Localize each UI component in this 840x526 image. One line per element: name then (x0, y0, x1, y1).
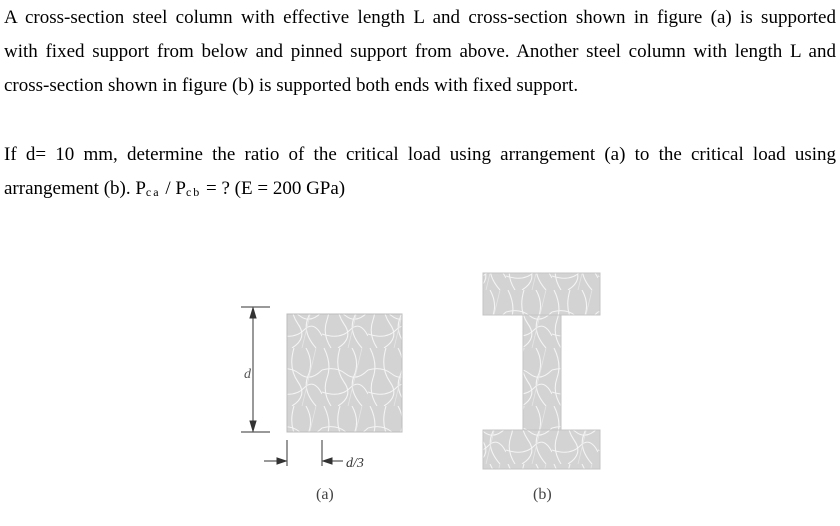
section-b-bottom-flange (482, 429, 601, 470)
dimension-d3 (264, 440, 343, 466)
question-suffix: = ? (E = 200 GPa) (201, 178, 346, 199)
problem-text-line: A cross-section steel column with effect… (4, 7, 836, 28)
dimension-d3-label: d/3 (346, 456, 364, 471)
dimension-d-label: d (244, 367, 252, 382)
dimension-d (241, 306, 270, 433)
caption-a: (a) (316, 486, 334, 503)
caption-b: (b) (533, 486, 552, 503)
ratio-slash: / P (160, 178, 186, 199)
section-b (482, 272, 601, 470)
subscript-cb: cb (185, 185, 202, 199)
problem-text-line: If d= 10 mm, determine the ratio of the … (4, 144, 836, 165)
problem-paragraph-2: If d= 10 mm, determine the ratio of the … (4, 138, 836, 209)
section-b-web (522, 314, 562, 431)
section-a-center-web (327, 314, 362, 432)
subscript-ca: ca (145, 185, 161, 199)
section-a-left-block (287, 314, 327, 432)
section-a (286, 313, 403, 433)
problem-text-line: cross-section shown in figure (b) is sup… (4, 75, 579, 96)
problem-text-line: with fixed support from below and pinned… (4, 41, 836, 62)
section-a-outline (286, 313, 403, 433)
question-prefix: arrangement (b). P (4, 178, 146, 199)
problem-question-line: arrangement (b). Pca / Pcb = ? (E = 200 … (4, 172, 836, 209)
problem-paragraph-1: A cross-section steel column with effect… (4, 1, 836, 103)
section-b-top-flange (482, 272, 601, 316)
section-a-right-block (362, 314, 402, 432)
